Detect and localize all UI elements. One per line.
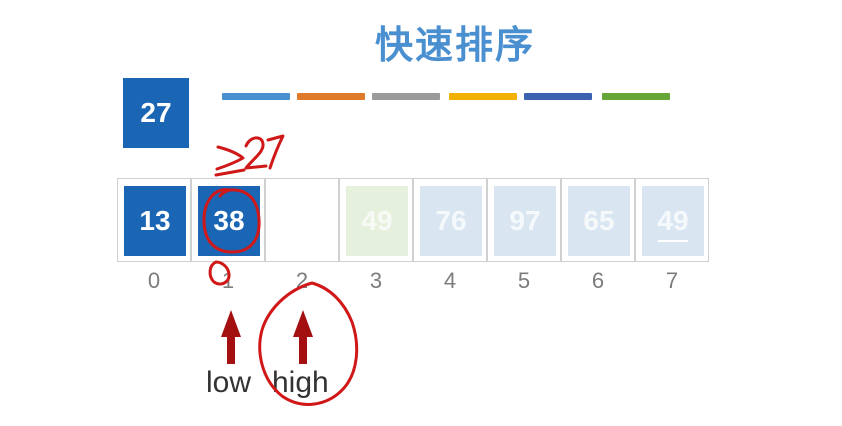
array-index-6: 6 bbox=[591, 268, 605, 293]
pivot-value: 27 bbox=[140, 97, 172, 128]
array-index-7: 7 bbox=[665, 268, 679, 293]
high-arrow-head bbox=[293, 310, 313, 337]
annotation-digit-2 bbox=[244, 136, 268, 170]
low-arrow-shaft bbox=[227, 336, 235, 364]
low-arrow-head bbox=[221, 310, 241, 337]
high-arrow-shaft bbox=[299, 336, 307, 364]
array-cell-4: 76 bbox=[413, 178, 487, 262]
array-value: 49 bbox=[657, 205, 689, 236]
array-value-box: 76 bbox=[420, 186, 482, 256]
array-value-box: 65 bbox=[568, 186, 630, 256]
pivot-box: 27 bbox=[123, 78, 189, 148]
array-value: 38 bbox=[213, 205, 245, 236]
array-value: 76 bbox=[435, 205, 467, 236]
array-value: 13 bbox=[139, 205, 171, 236]
array-index-5: 5 bbox=[517, 268, 531, 293]
color-bar-6 bbox=[602, 93, 670, 100]
array-index-3: 3 bbox=[369, 268, 383, 293]
array-value: 65 bbox=[583, 205, 615, 236]
color-bar-2 bbox=[297, 93, 365, 100]
array-cell-3: 49 bbox=[339, 178, 413, 262]
array-cell-1: 38 bbox=[191, 178, 265, 262]
array-value-box: 49 bbox=[346, 186, 408, 256]
array-value-box: 49 bbox=[642, 186, 704, 256]
array-index-0: 0 bbox=[147, 268, 161, 293]
value-underline bbox=[658, 240, 688, 242]
low-pointer-label: low bbox=[206, 366, 252, 399]
array-value: 49 bbox=[361, 205, 393, 236]
array-cell-0: 13 bbox=[117, 178, 191, 262]
array-index-4: 4 bbox=[443, 268, 457, 293]
array-index-1: 1 bbox=[221, 268, 235, 293]
color-bar-4 bbox=[449, 93, 517, 100]
array-cell-2 bbox=[265, 178, 339, 262]
array-index-2: 2 bbox=[295, 268, 309, 293]
array-cell-5: 97 bbox=[487, 178, 561, 262]
annotation-digit-7 bbox=[266, 134, 285, 170]
annotation-geq-bar bbox=[214, 168, 246, 177]
high-pointer-label: high bbox=[272, 366, 329, 399]
page-title: 快速排序 bbox=[374, 23, 535, 67]
array-value-box bbox=[272, 186, 334, 256]
color-bar-3 bbox=[372, 93, 440, 100]
array-cell-7: 49 bbox=[635, 178, 709, 262]
color-bar-5 bbox=[524, 93, 592, 100]
color-bar-1 bbox=[222, 93, 290, 100]
array-value: 97 bbox=[509, 205, 541, 236]
array-value-box: 97 bbox=[494, 186, 556, 256]
array-value-box: 13 bbox=[124, 186, 186, 256]
array-cell-6: 65 bbox=[561, 178, 635, 262]
array-value-box: 38 bbox=[198, 186, 260, 256]
annotation-geq-sign bbox=[215, 145, 245, 171]
